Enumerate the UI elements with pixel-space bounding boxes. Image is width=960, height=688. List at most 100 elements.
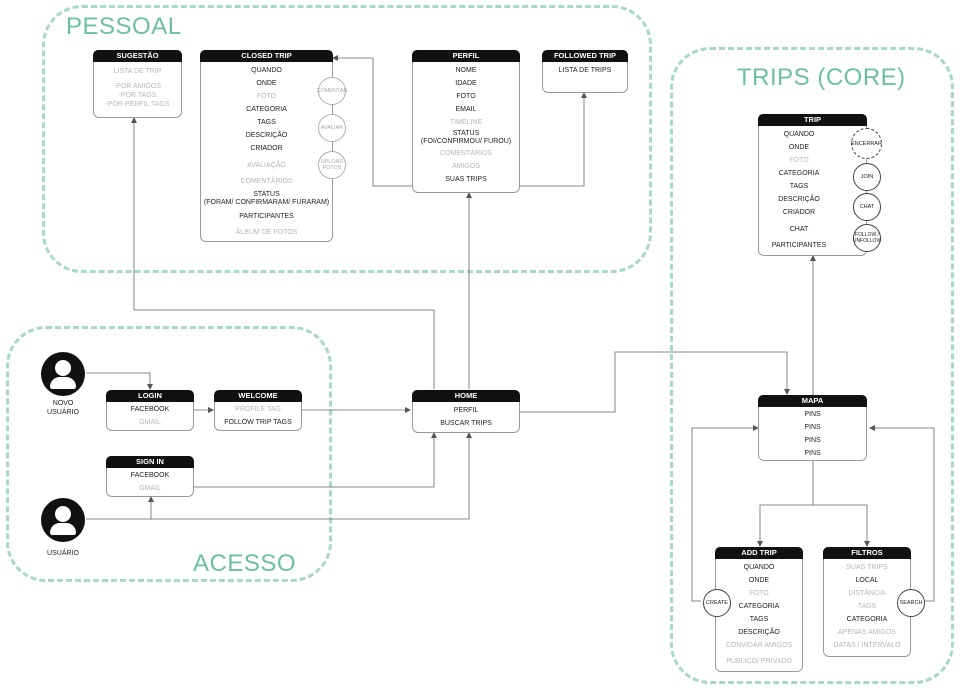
mapa-title: MAPA	[758, 395, 867, 407]
sugestao-title: SUGESTÃO	[93, 50, 182, 62]
mapa-pin[interactable]: PINS	[804, 424, 821, 431]
edge-home-mapa	[520, 351, 790, 413]
home-row[interactable]: BUSCAR TRIPS	[440, 420, 492, 427]
mapa-pin[interactable]: PINS	[804, 437, 821, 444]
trip-row: FOTO	[789, 157, 809, 164]
perfil-row: EMAIL	[455, 106, 477, 113]
perfil-row: AMIGOS	[451, 163, 480, 170]
mapa-pin[interactable]: PINS	[804, 411, 821, 418]
welcome-title: WELCOME	[214, 390, 302, 402]
filtros-row: LOCAL	[855, 577, 879, 584]
login-option[interactable]: FACEBOOK	[130, 406, 170, 413]
region-acesso	[6, 326, 332, 582]
trip-box[interactable]: TRIP QUANDO ONDE FOTO CATEGORIA TAGS DES…	[758, 114, 882, 256]
add-trip-row: CATEGORIA	[738, 603, 780, 610]
chat-button[interactable]: CHAT	[853, 193, 881, 221]
region-trips-core	[670, 47, 954, 684]
comentar-button[interactable]: COMENTAR	[316, 77, 348, 105]
edge-signin-home	[194, 432, 437, 488]
edge-usuario-signin	[86, 496, 154, 520]
filtros-row: TAGS	[857, 603, 877, 610]
login-title: LOGIN	[106, 390, 194, 402]
add-trip-row: FOTO	[749, 590, 769, 597]
followed-trip-title: FOLLOWED TRIP	[542, 50, 628, 62]
perfil-row: TIMELINE	[449, 119, 483, 126]
filtros-row: CATEGORIA	[846, 616, 888, 623]
edge-home-sugestao	[131, 117, 435, 389]
join-button[interactable]: JOIN	[853, 163, 881, 191]
closed-trip-row: FOTO	[256, 93, 277, 100]
closed-trip-row: QUANDO	[251, 67, 282, 74]
trip-row: ONDE	[788, 144, 810, 151]
filtros-title: FILTROS	[823, 547, 911, 559]
trip-row: QUANDO	[783, 131, 815, 138]
followed-trip-box[interactable]: FOLLOWED TRIP LISTA DE TRIPS	[542, 50, 628, 93]
followed-trip-row: LISTA DE TRIPS	[558, 67, 612, 74]
avaliar-button[interactable]: AVALIAR	[318, 114, 346, 142]
edge-mapa-filtros	[813, 504, 870, 547]
perfil-row: FOTO	[456, 93, 476, 100]
sign-in-option[interactable]: FACEBOOK	[130, 472, 170, 479]
search-button[interactable]: SEARCH	[897, 589, 925, 617]
edge-mapa-add-trip	[757, 461, 814, 547]
closed-trip-title: CLOSED TRIP	[200, 50, 333, 62]
welcome-box[interactable]: WELCOME PROFILE TAG FOLLOW TRIP TAGS	[214, 390, 302, 431]
trip-row: CHAT	[789, 226, 809, 233]
closed-trip-row: AVALIAÇÃO	[247, 162, 286, 169]
edge-usuario-home	[151, 432, 472, 520]
filtros-row: SUAS TRIPS	[846, 564, 888, 571]
trip-row: TAGS	[789, 183, 809, 190]
add-trip-title: ADD TRIP	[715, 547, 803, 559]
sign-in-title: SIGN IN	[106, 456, 194, 468]
usuario-avatar	[41, 498, 85, 542]
home-box[interactable]: HOME PERFIL BUSCAR TRIPS	[412, 390, 520, 433]
perfil-row: STATUS (FOI/CONFIRMOU/ FUROU)	[420, 130, 512, 145]
sign-in-option[interactable]: GMAIL	[139, 485, 161, 492]
create-button[interactable]: CREATE	[703, 589, 731, 617]
perfil-row: COMENTÁRIOS	[439, 150, 493, 157]
closed-trip-row: ÁLBUM DE FOTOS	[235, 229, 298, 236]
sugestao-row: LISTA DE TRIP	[113, 68, 162, 75]
perfil-title: PERFIL	[412, 50, 520, 62]
login-box[interactable]: LOGIN FACEBOOK GMAIL	[106, 390, 194, 431]
mapa-pin[interactable]: PINS	[804, 450, 821, 457]
novo-usuario-avatar	[41, 352, 85, 396]
sugestao-box[interactable]: SUGESTÃO LISTA DE TRIP -POR AMIGOS -POR …	[93, 50, 182, 118]
usuario-label: USUÁRIO	[47, 550, 79, 557]
region-title-acesso: ACESSO	[193, 550, 297, 577]
sign-in-box[interactable]: SIGN IN FACEBOOK GMAIL	[106, 456, 194, 497]
region-title-trips-core: TRIPS (CORE)	[737, 64, 906, 91]
trip-row: PARTICIPANTES	[771, 242, 827, 249]
closed-trip-row: STATUS (FORAM/ CONFIRMARAM/ FURARAM)	[203, 191, 330, 206]
filtros-box[interactable]: FILTROS SUAS TRIPS LOCAL DISTÂNCIA TAGS …	[823, 547, 925, 657]
add-trip-row: CONVIDAR AMIGOS	[725, 642, 793, 649]
edge-search-mapa	[869, 425, 935, 602]
trip-title: TRIP	[758, 114, 867, 126]
upload-fotos-button[interactable]: UPLOAD FOTOS	[318, 151, 346, 179]
closed-trip-row: TAGS	[257, 119, 276, 126]
mapa-box[interactable]: MAPA PINS PINS PINS PINS	[758, 395, 867, 461]
add-trip-row: PÚBLICO/ PRIVADO	[726, 658, 792, 665]
add-trip-row: ONDE	[748, 577, 770, 584]
encerrar-button[interactable]: ENCERRAR	[851, 128, 882, 159]
follow-unfollow-button[interactable]: FOLLOW / UNFOLLOW	[853, 224, 881, 252]
filtros-row: APENAS AMIGOS	[838, 629, 896, 636]
filtros-row: DISTÂNCIA	[848, 590, 886, 597]
home-title: HOME	[412, 390, 520, 402]
edge-perfil-followed-trip	[520, 92, 587, 187]
login-option[interactable]: GMAIL	[139, 419, 161, 426]
add-trip-row: DESCRIÇÃO	[738, 629, 780, 636]
add-trip-box[interactable]: ADD TRIP QUANDO ONDE FOTO CATEGORIA TAGS…	[703, 547, 803, 672]
add-trip-row: QUANDO	[743, 564, 775, 571]
edge-create-mapa	[691, 425, 759, 602]
trip-row: DESCRIÇÃO	[778, 196, 820, 203]
perfil-box[interactable]: PERFIL NOME IDADE FOTO EMAIL TIMELINE ST…	[412, 50, 520, 193]
novo-usuario-label: NOVO USUÁRIO	[47, 400, 79, 416]
home-row[interactable]: PERFIL	[453, 407, 479, 414]
closed-trip-row: ONDE	[256, 80, 277, 87]
closed-trip-row: CRIADOR	[250, 145, 283, 152]
welcome-row: FOLLOW TRIP TAGS	[224, 419, 292, 426]
closed-trip-box[interactable]: CLOSED TRIP QUANDO ONDE FOTO CATEGORIA T…	[200, 50, 348, 242]
